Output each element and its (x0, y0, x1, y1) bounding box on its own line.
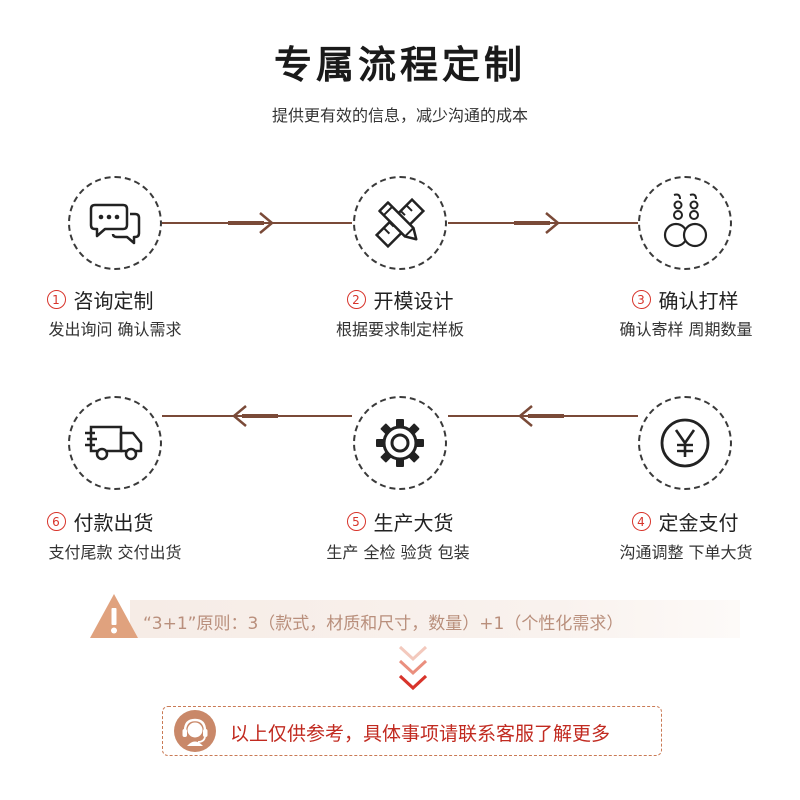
step-3-title: 确认打样 (658, 289, 739, 313)
principle-note-bar (130, 600, 740, 638)
step-6-title: 付款出货 (73, 511, 154, 535)
step-5-desc: 生产 全检 验货 包装 (326, 543, 470, 562)
step-1-desc: 发出询问 确认需求 (48, 320, 182, 339)
step-2-circle (353, 176, 447, 270)
step-6-desc: 支付尾款 交付出货 (48, 543, 182, 562)
step-4-title: 定金支付 (658, 511, 739, 535)
step-1-title: 咨询定制 (73, 289, 154, 313)
principle-note-text: “3+1”原则：3（款式，材质和尺寸，数量）+1（个性化需求） (143, 614, 624, 634)
step-3-number-badge: 3 (631, 290, 651, 309)
warning-icon (90, 594, 138, 638)
step-2-number-badge: 2 (346, 290, 366, 309)
step-1-title-row: 1 咨询定制 (0, 285, 200, 314)
step-1-number-badge: 1 (46, 290, 66, 309)
step-5-title: 生产大货 (373, 511, 454, 535)
yen-coin-icon (660, 418, 710, 468)
contact-text: 以上仅供参考，具体事项请联系客服了解更多 (230, 723, 611, 745)
earrings-icon (663, 193, 708, 248)
step-2-title-row: 2 开模设计 (300, 285, 500, 314)
delivery-truck-icon (85, 425, 143, 461)
step-4-desc: 沟通调整 下单大货 (619, 543, 753, 562)
arrow-left-icon (518, 405, 564, 427)
gear-icon (376, 419, 424, 467)
ruler-pencil-icon (374, 197, 426, 249)
chevrons-down-icon (398, 645, 428, 691)
page-subtitle: 提供更有效的信息，减少沟通的成本 (271, 106, 528, 125)
chat-bubbles-icon (89, 203, 141, 245)
step-4-circle (638, 396, 732, 490)
step-5-number-badge: 5 (346, 512, 366, 531)
step-2-desc: 根据要求制定样板 (335, 320, 464, 339)
step-5-title-row: 5 生产大货 (300, 507, 500, 536)
arrow-left-icon (232, 405, 278, 427)
step-6-number-badge: 6 (46, 512, 66, 531)
page-title: 专属流程定制 (273, 43, 526, 87)
step-2-title: 开模设计 (373, 289, 454, 313)
step-4-number-badge: 4 (631, 512, 651, 531)
step-5-circle (353, 396, 447, 490)
step-1-circle (68, 176, 162, 270)
contact-box (162, 706, 662, 756)
step-3-desc: 确认寄样 周期数量 (619, 320, 753, 339)
step-6-title-row: 6 付款出货 (0, 507, 200, 536)
customer-service-icon (174, 710, 216, 752)
step-3-circle (638, 176, 732, 270)
arrow-right-icon (228, 212, 274, 234)
step-4-title-row: 4 定金支付 (585, 507, 785, 536)
step-6-circle (68, 396, 162, 490)
arrow-right-icon (514, 212, 560, 234)
step-3-title-row: 3 确认打样 (585, 285, 785, 314)
